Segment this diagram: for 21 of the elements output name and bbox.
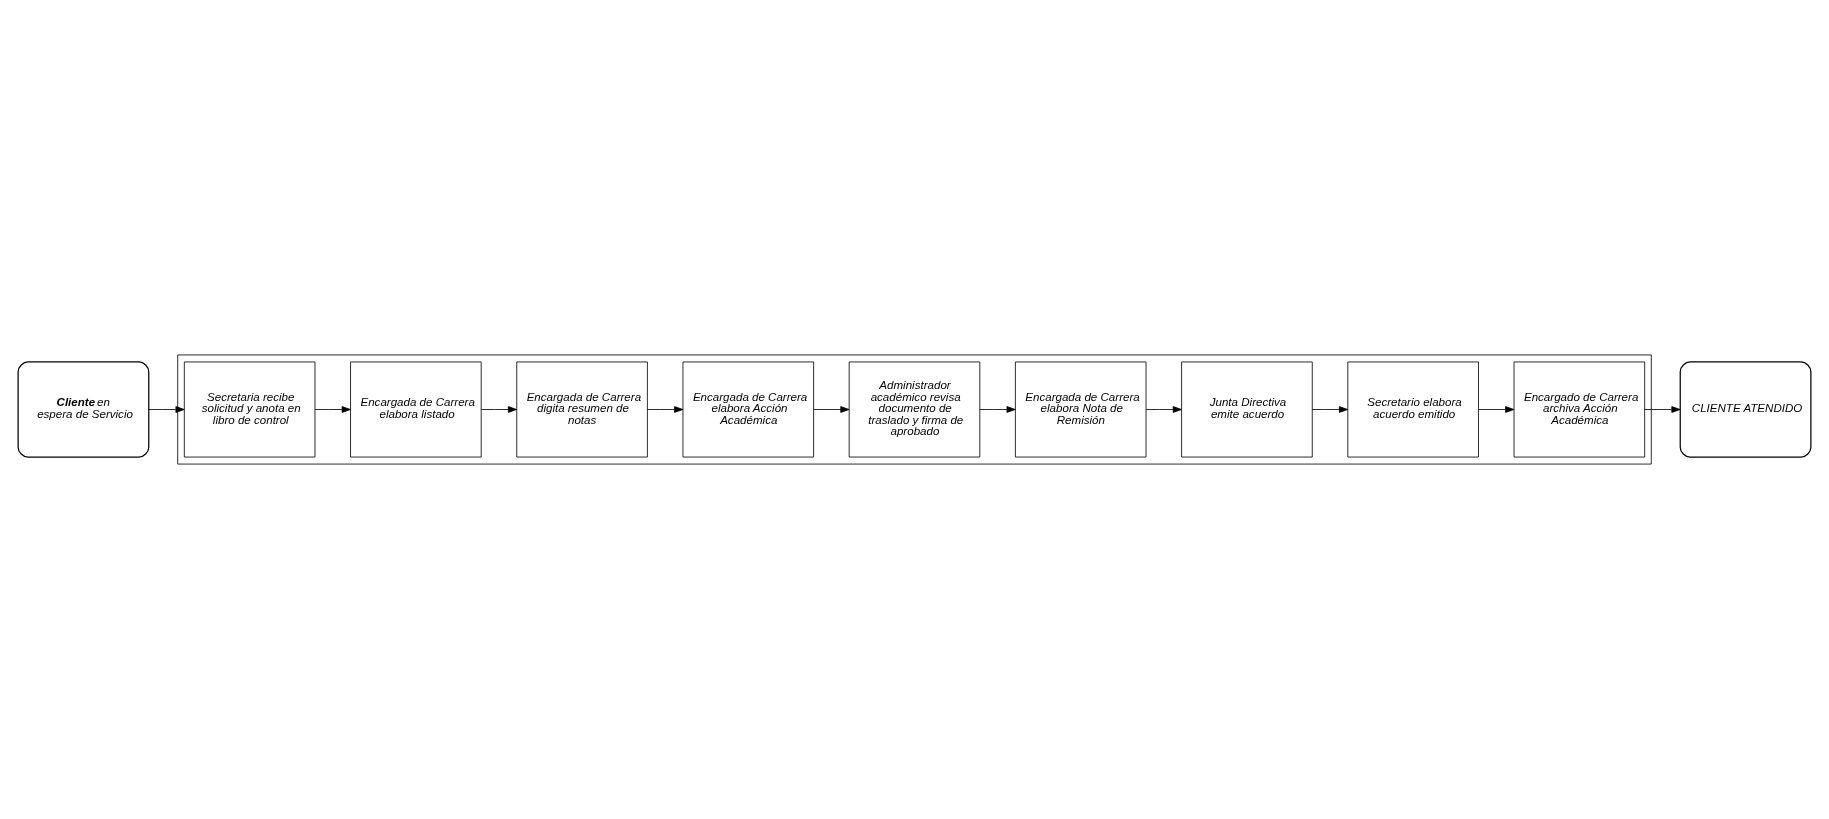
node-box: Encargada de Carrera elabora Acción Académica	[682, 361, 815, 458]
arrow	[1644, 406, 1681, 413]
node-box: Secretario elabora acuerdo emitido	[1347, 361, 1479, 458]
node-box: Encargada de Carrera digita resumen de notas	[516, 361, 648, 458]
arrow	[1311, 406, 1349, 413]
arrow	[314, 406, 351, 413]
node-box: Administrador académico revisa documento de traslado y firma de aprobado	[848, 361, 981, 458]
node-box: Cliente en espera de Servicio	[17, 361, 150, 458]
arrow	[813, 406, 850, 413]
node-box: Encargado de Carrera archiva Acción Académica	[1513, 361, 1646, 458]
node-box: Junta Directiva emite acuerdo	[1181, 361, 1313, 458]
arrow	[148, 406, 185, 413]
node-box: CLIENTE ATENDIDO	[1679, 361, 1812, 458]
arrow	[1478, 406, 1515, 413]
node-box: Encargada de Carrera elabora listado	[350, 361, 482, 458]
node-box: Encargada de Carrera elabora Nota de Remisión	[1014, 361, 1147, 458]
node-box: Secretaria recibe solicitud y anota en libro de control	[183, 361, 316, 458]
arrow	[979, 406, 1016, 413]
arrow	[480, 406, 517, 413]
arrow	[1145, 406, 1182, 413]
arrow	[647, 406, 684, 413]
